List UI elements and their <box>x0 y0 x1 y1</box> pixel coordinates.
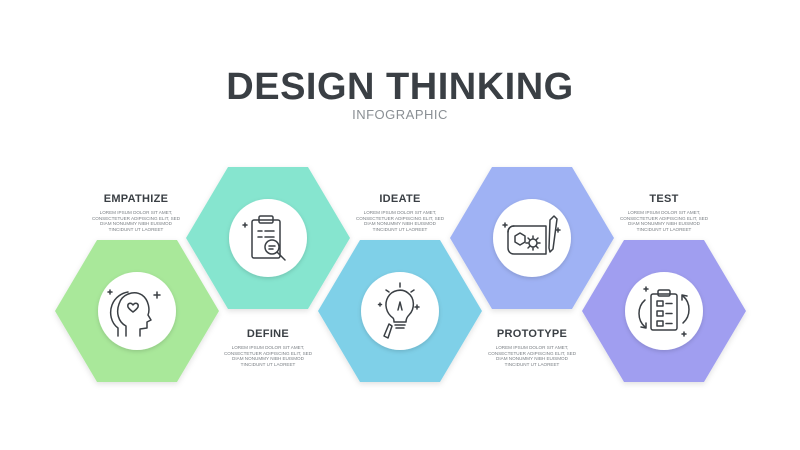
step-heading: DEFINE <box>246 328 290 340</box>
step-heading: EMPATHIZE <box>103 193 169 205</box>
page-title: DESIGN THINKING <box>226 66 574 108</box>
step-heading: IDEATE <box>379 193 421 205</box>
hexagon-empathize <box>55 240 219 382</box>
step-description: LOREM IPSUM DOLOR SIT AMET, CONSECTETUER… <box>91 210 181 232</box>
label-test: TEST LOREM IPSUM DOLOR SIT AMET, CONSECT… <box>604 193 724 232</box>
label-define: DEFINE LOREM IPSUM DOLOR SIT AMET, CONSE… <box>208 328 328 367</box>
blueprint-gear-icon <box>502 215 561 255</box>
head-heart-icon <box>107 289 161 337</box>
step-heading: PROTOTYPE <box>496 328 568 340</box>
label-ideate: IDEATE LOREM IPSUM DOLOR SIT AMET, CONSE… <box>340 193 460 232</box>
hexagon-ideate <box>318 240 482 382</box>
step-description: LOREM IPSUM DOLOR SIT AMET, CONSECTETUER… <box>355 210 445 232</box>
hexagon-test <box>582 240 746 382</box>
hexagon-define <box>186 167 350 309</box>
clipboard-search-icon <box>242 215 286 261</box>
step-description: LOREM IPSUM DOLOR SIT AMET, CONSECTETUER… <box>619 210 709 232</box>
hexagon-prototype <box>450 167 614 309</box>
page-subtitle: INFOGRAPHIC <box>352 107 448 122</box>
label-prototype: PROTOTYPE LOREM IPSUM DOLOR SIT AMET, CO… <box>472 328 592 367</box>
step-heading: TEST <box>649 193 679 205</box>
step-description: LOREM IPSUM DOLOR SIT AMET, CONSECTETUER… <box>487 345 577 367</box>
clipboard-cycle-icon <box>638 286 690 337</box>
lightbulb-pencil-icon <box>377 282 420 339</box>
label-empathize: EMPATHIZE LOREM IPSUM DOLOR SIT AMET, CO… <box>76 193 196 232</box>
step-description: LOREM IPSUM DOLOR SIT AMET, CONSECTETUER… <box>223 345 313 367</box>
